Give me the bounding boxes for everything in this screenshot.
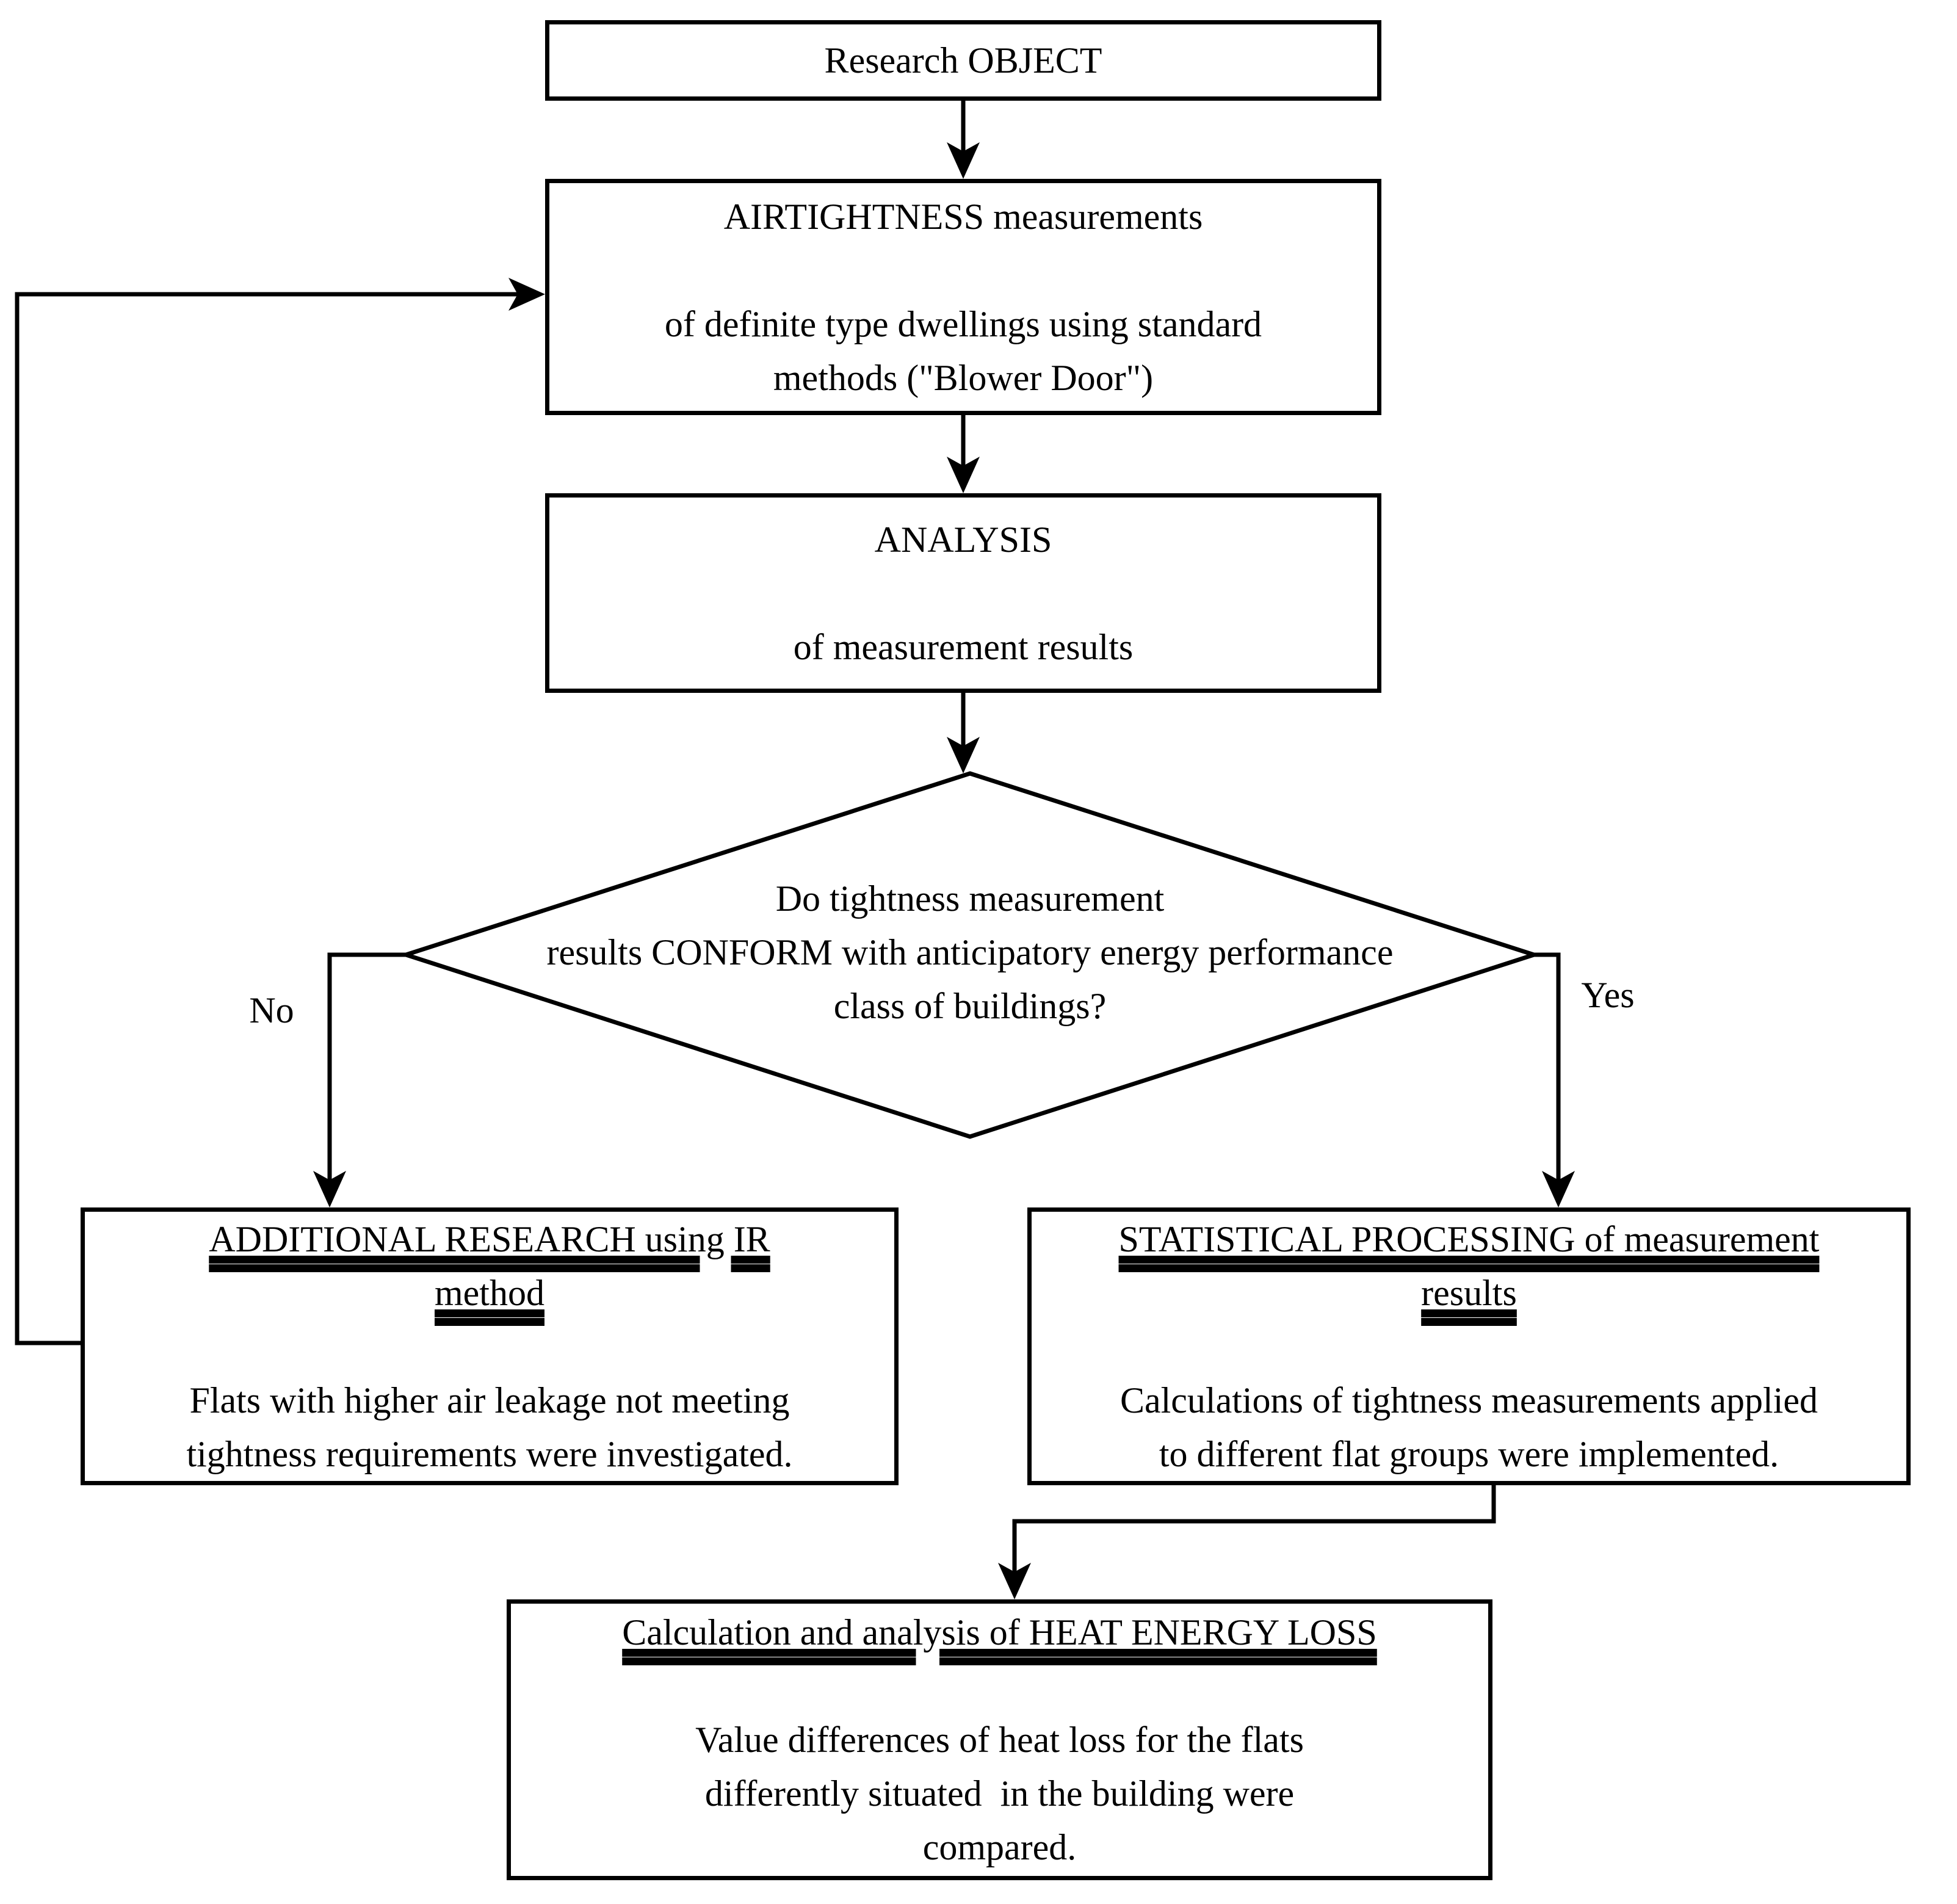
heat-energy-loss-body: differently situated in the building wer… — [704, 1773, 1295, 1814]
decision-diamond-shape — [399, 771, 1541, 1139]
decision-text: Do tightness measurement results CONFORM… — [451, 872, 1489, 1033]
statistical-processing-body: Calculations of tightness measurements a… — [1120, 1380, 1818, 1421]
airtightness-box-body: of definite type dwellings using standar… — [664, 303, 1262, 344]
analysis-box-body: of measurement results — [793, 626, 1134, 667]
start-box: Research OBJECT — [545, 20, 1381, 101]
statistical-processing-box: STATISTICAL PROCESSING of measurement re… — [1027, 1207, 1911, 1485]
heat-energy-loss-title: Calculation and analysis of HEAT ENERGY … — [622, 1612, 1377, 1652]
statistical-processing-body: to different flat groups were implemente… — [1159, 1433, 1779, 1474]
airtightness-box-title: AIRTIGHTNESS measurements — [723, 196, 1203, 237]
no-branch-line — [327, 952, 406, 1182]
arrowhead-to-heatloss — [998, 1563, 1031, 1599]
additional-research-title: ADDITIONAL RESEARCH using IR — [209, 1218, 770, 1259]
heat-energy-loss-box: Calculation and analysis of HEAT ENERGY … — [507, 1599, 1492, 1880]
heat-energy-loss-body: Value differences of heat loss for the f… — [695, 1720, 1304, 1760]
heat-energy-loss-body: compared. — [922, 1827, 1077, 1867]
arrowhead-to-decision — [947, 737, 980, 773]
decision-text-line: Do tightness measurement — [775, 878, 1165, 919]
feedback-loop-line — [15, 292, 519, 1345]
yes-branch-line — [1534, 952, 1561, 1182]
additional-research-box: ADDITIONAL RESEARCH using IR method Flat… — [81, 1207, 899, 1485]
statistical-processing-title: results — [1421, 1272, 1517, 1313]
start-box-title: Research OBJECT — [824, 40, 1102, 81]
arrowhead-to-analysis — [947, 457, 980, 493]
analysis-box-title: ANALYSIS — [874, 519, 1052, 560]
decision-text-line: results CONFORM with anticipatory energy… — [546, 932, 1394, 972]
airtightness-box: AIRTIGHTNESS measurements of definite ty… — [545, 179, 1381, 415]
statistical-processing-title: STATISTICAL PROCESSING of measurement — [1118, 1218, 1820, 1259]
no-label: No — [249, 990, 294, 1030]
stats-to-heatloss-line — [1012, 1485, 1496, 1574]
additional-research-body: tightness requirements were investigated… — [186, 1433, 793, 1474]
decision-text-line: class of buildings? — [833, 986, 1107, 1026]
additional-research-body: Flats with higher air leakage not meetin… — [189, 1380, 790, 1421]
analysis-box: ANALYSIS of measurement results — [545, 493, 1381, 693]
arrowhead-no-branch — [313, 1171, 346, 1207]
airtightness-box-body: methods ("Blower Door") — [773, 357, 1154, 398]
arrowhead-feedback — [508, 278, 545, 311]
arrowhead-yes-branch — [1542, 1171, 1575, 1207]
yes-label: Yes — [1581, 975, 1635, 1015]
additional-research-title: method — [435, 1272, 544, 1313]
arrowhead-to-airtightness — [947, 142, 980, 179]
